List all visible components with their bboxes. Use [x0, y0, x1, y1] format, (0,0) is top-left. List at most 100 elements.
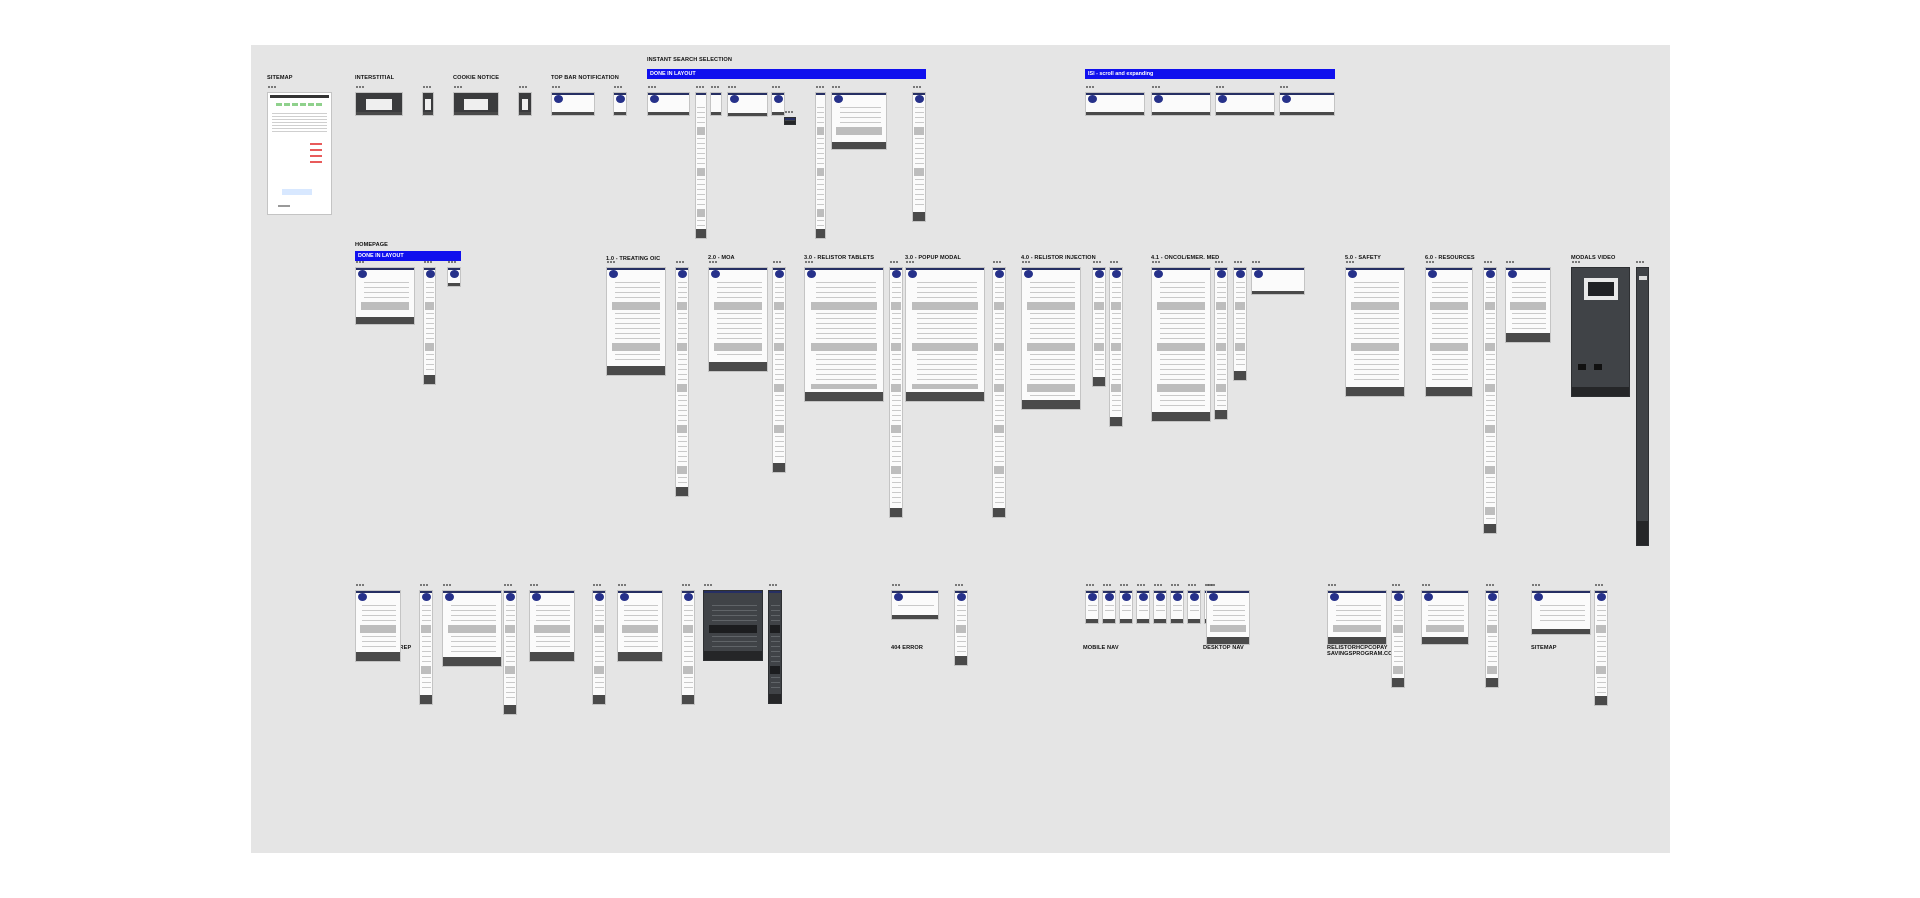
frame-menu-dots[interactable] [618, 584, 627, 587]
wireframe-frame[interactable] [1345, 267, 1405, 397]
frame-menu-dots[interactable] [1103, 584, 1112, 587]
frame-menu-dots[interactable] [356, 261, 365, 264]
frame-menu-dots[interactable] [1086, 584, 1095, 587]
wireframe-frame[interactable] [1136, 590, 1150, 624]
wireframe-frame[interactable] [419, 590, 433, 705]
wireframe-frame[interactable] [423, 267, 436, 385]
frame-menu-dots[interactable] [1392, 584, 1401, 587]
frame-menu-dots[interactable] [676, 261, 685, 264]
frame-menu-dots[interactable] [1426, 261, 1435, 264]
frame-menu-dots[interactable] [1234, 261, 1243, 264]
frame-menu-dots[interactable] [1188, 584, 1197, 587]
frame-menu-dots[interactable] [773, 261, 782, 264]
wireframe-frame[interactable] [768, 590, 782, 704]
frame-menu-dots[interactable] [268, 86, 277, 89]
wireframe-frame[interactable] [1391, 590, 1405, 688]
frame-menu-dots[interactable] [993, 261, 1002, 264]
wireframe-frame[interactable] [891, 590, 939, 620]
wireframe-frame[interactable] [1594, 590, 1608, 706]
frame-menu-dots[interactable] [696, 86, 705, 89]
frame-menu-dots[interactable] [356, 584, 365, 587]
wireframe-frame[interactable] [503, 590, 517, 715]
frame-menu-dots[interactable] [711, 86, 720, 89]
wireframe-frame[interactable] [1483, 267, 1497, 534]
frame-menu-dots[interactable] [892, 584, 901, 587]
frame-menu-dots[interactable] [1532, 584, 1541, 587]
frame-menu-dots[interactable] [1595, 584, 1604, 587]
wireframe-frame[interactable] [1085, 590, 1099, 624]
frame-menu-dots[interactable] [504, 584, 513, 587]
frame-menu-dots[interactable] [1086, 86, 1095, 89]
frame-menu-dots[interactable] [913, 86, 922, 89]
frame-menu-dots[interactable] [1486, 584, 1495, 587]
wireframe-frame[interactable] [703, 590, 763, 661]
frame-menu-dots[interactable] [1484, 261, 1493, 264]
frame-menu-dots[interactable] [423, 86, 432, 89]
frame-menu-dots[interactable] [1636, 261, 1645, 264]
frame-menu-dots[interactable] [614, 86, 623, 89]
wireframe-frame[interactable] [1151, 267, 1211, 422]
frame-menu-dots[interactable] [1152, 261, 1161, 264]
sitemap-frame[interactable] [267, 92, 332, 215]
frame-menu-dots[interactable] [769, 584, 778, 587]
wireframe-frame[interactable] [447, 267, 461, 287]
wireframe-frame[interactable] [355, 92, 403, 116]
frame-menu-dots[interactable] [552, 86, 561, 89]
frame-menu-dots[interactable] [1346, 261, 1355, 264]
wireframe-frame[interactable] [1421, 590, 1469, 645]
wireframe-frame[interactable] [1233, 267, 1247, 381]
frame-menu-dots[interactable] [1207, 584, 1216, 587]
video-modal-mobile-frame[interactable] [1636, 267, 1649, 546]
frame-menu-dots[interactable] [356, 86, 365, 89]
wireframe-frame[interactable] [1206, 590, 1250, 645]
wireframe-frame[interactable] [1153, 590, 1167, 624]
frame-menu-dots[interactable] [1506, 261, 1515, 264]
frame-menu-dots[interactable] [1137, 584, 1146, 587]
frame-menu-dots[interactable] [816, 86, 825, 89]
frame-menu-dots[interactable] [1205, 584, 1214, 587]
wireframe-frame[interactable] [1505, 267, 1551, 343]
wireframe-frame[interactable] [708, 267, 768, 372]
wireframe-frame[interactable] [1151, 92, 1211, 116]
frame-menu-dots[interactable] [1328, 584, 1337, 587]
wireframe-frame[interactable] [1485, 590, 1499, 688]
frame-menu-dots[interactable] [772, 86, 781, 89]
wireframe-frame[interactable] [1251, 267, 1305, 295]
frame-menu-dots[interactable] [448, 261, 457, 264]
wireframe-frame[interactable] [772, 267, 786, 473]
frame-menu-dots[interactable] [1171, 584, 1180, 587]
wireframe-frame[interactable] [606, 267, 666, 376]
wireframe-frame[interactable] [442, 590, 502, 667]
wireframe-frame[interactable] [529, 590, 575, 662]
wireframe-frame[interactable] [727, 92, 768, 117]
frame-menu-dots[interactable] [906, 261, 915, 264]
wireframe-frame[interactable] [617, 590, 663, 662]
wireframe-frame[interactable] [804, 267, 884, 402]
wireframe-frame[interactable] [453, 92, 499, 116]
frame-menu-dots[interactable] [424, 261, 433, 264]
wireframe-frame[interactable] [422, 92, 434, 116]
frame-menu-dots[interactable] [1252, 261, 1261, 264]
wireframe-frame[interactable] [551, 92, 595, 116]
frame-menu-dots[interactable] [607, 261, 616, 264]
frame-menu-dots[interactable] [805, 261, 814, 264]
frame-menu-dots[interactable] [709, 261, 718, 264]
wireframe-frame[interactable] [784, 117, 796, 125]
wireframe-frame[interactable] [1215, 92, 1275, 116]
wireframe-frame[interactable] [355, 267, 415, 325]
frame-menu-dots[interactable] [1120, 584, 1129, 587]
frame-menu-dots[interactable] [593, 584, 602, 587]
frame-menu-dots[interactable] [955, 584, 964, 587]
wireframe-frame[interactable] [695, 92, 707, 239]
frame-menu-dots[interactable] [1152, 86, 1161, 89]
wireframe-frame[interactable] [1214, 267, 1228, 420]
frame-menu-dots[interactable] [1022, 261, 1031, 264]
wireframe-frame[interactable] [1279, 92, 1335, 116]
wireframe-frame[interactable] [889, 267, 903, 518]
frame-menu-dots[interactable] [530, 584, 539, 587]
wireframe-frame[interactable] [1085, 92, 1145, 116]
frame-menu-dots[interactable] [519, 86, 528, 89]
wireframe-frame[interactable] [992, 267, 1006, 518]
wireframe-frame[interactable] [1119, 590, 1133, 624]
frame-menu-dots[interactable] [1215, 261, 1224, 264]
